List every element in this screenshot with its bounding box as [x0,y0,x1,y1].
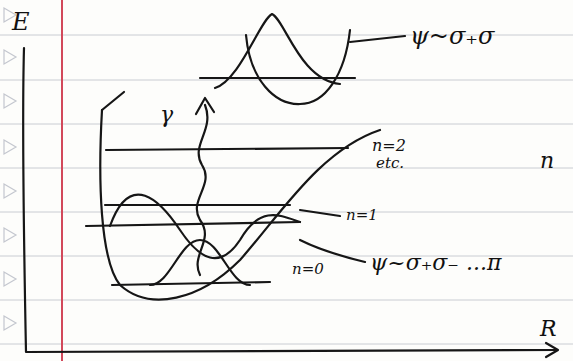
handwritten-label: etc. [376,156,404,171]
handwritten-label: E [12,10,30,34]
excited-potential [246,30,350,104]
excited-level [200,77,355,79]
handwritten-label: n=2 [372,138,406,154]
r-arrowhead [546,343,558,357]
level-n2 [106,148,348,150]
photon-wavy-arrow [197,105,208,275]
level-n1 [86,222,300,226]
excited-wavefunction [215,14,340,88]
n1-leader [300,210,340,216]
margin-line [61,0,63,361]
handwritten-label: ψ~σ₊σ₋ ...π [370,252,501,274]
ruled-lines [0,35,573,344]
margin-tabs [4,8,16,330]
handwritten-label: n [540,150,554,172]
axes [23,48,556,352]
wavefunction-n1 [110,195,300,259]
handwritten-label: γ [160,104,173,126]
handwritten-label: n=1 [346,208,378,223]
ground-wall [102,92,124,110]
ground-potential [100,110,380,300]
handwritten-label: n=0 [292,262,324,277]
excited-leader [350,36,405,42]
handwritten-label: ψ~σ₊σ [410,24,494,48]
photon-arrowhead [196,98,214,114]
ground-leader [300,240,365,262]
handwritten-label: R [540,318,557,340]
